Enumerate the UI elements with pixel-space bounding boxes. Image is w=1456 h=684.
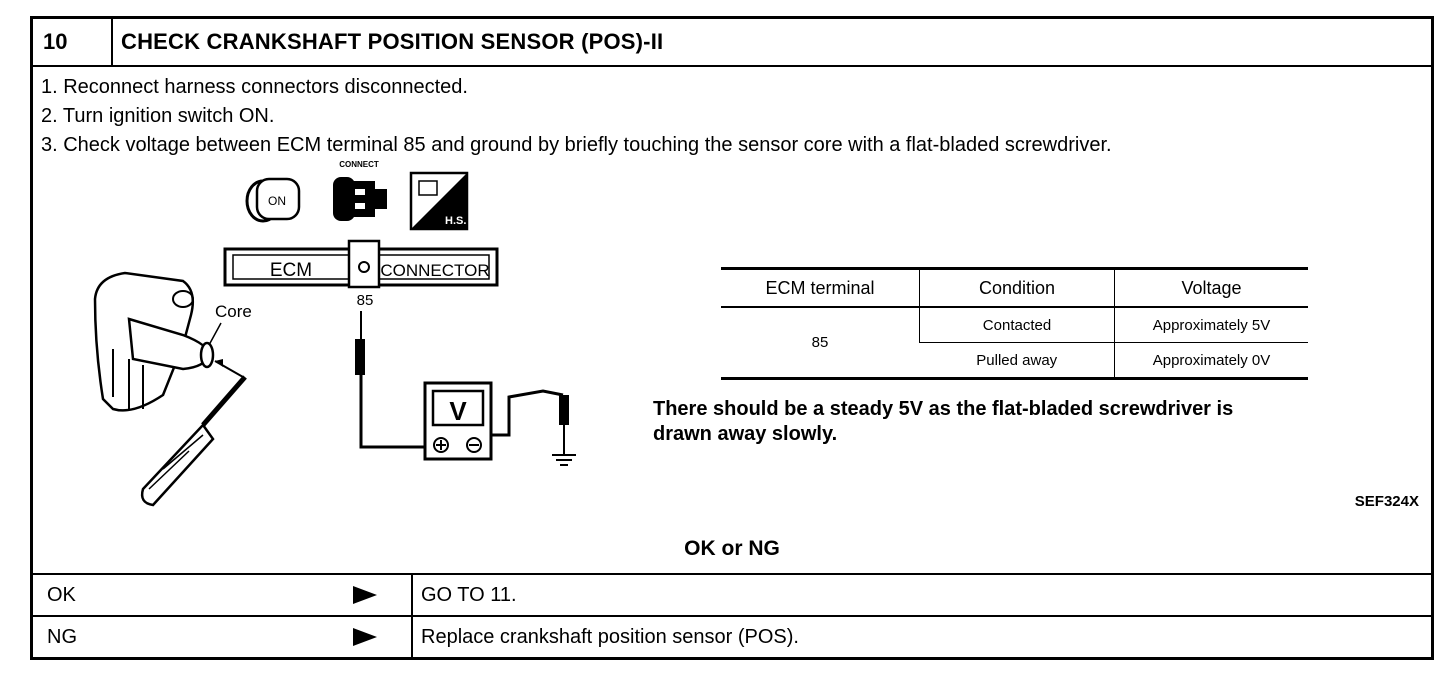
procedure-header: 10 CHECK CRANKSHAFT POSITION SENSOR (POS… [33,19,1431,67]
probe-wire [355,311,576,466]
table-header-voltage: Voltage [1114,268,1308,308]
table-row: 85 Contacted Approximately 5V [721,307,1308,351]
arrow-right-icon [353,586,377,604]
decision-ok-action: GO TO 11. [411,575,517,615]
connect-icon-text: CONNECT [339,160,379,169]
step-number: 10 [33,19,113,65]
table-header-condition: Condition [919,268,1115,308]
instruction-list: 1. Reconnect harness connectors disconne… [41,73,1112,160]
table-header-ecm-terminal: ECM terminal [721,268,920,308]
connector-label: CONNECTOR [380,261,489,280]
instruction-step-2: 2. Turn ignition switch ON. [41,105,275,127]
crankshaft-sensor: Core [93,271,252,412]
decision-ng-action: Replace crankshaft position sensor (POS)… [411,617,799,657]
table-cell-condition: Contacted [919,307,1115,343]
table-cell-voltage: Approximately 0V [1114,342,1308,379]
decision-ok-label: OK [47,584,76,606]
voltmeter: V [423,381,493,461]
procedure-title: CHECK CRANKSHAFT POSITION SENSOR (POS)-I… [121,29,664,54]
table-cell-condition: Pulled away [976,351,1058,369]
terminal-85-label: 85 [357,292,374,309]
voltage-spec-table: ECM terminal Condition Voltage 85 Contac… [721,267,1308,380]
core-label: Core [215,302,252,321]
hs-icon-text: H.S. [445,215,466,227]
table-row: Pulled away Approximately 0V [721,342,1308,379]
decision-ng-label: NG [47,626,77,648]
ecm-connector: ECM CONNECTOR [223,239,499,289]
voltage-note-line-2: drawn away slowly. [653,423,838,445]
voltmeter-label: V [449,396,467,426]
table-cell-voltage: Approximately 5V [1114,307,1308,343]
ecm-label: ECM [270,260,312,281]
decision-title: OK or NG [684,537,780,560]
hs-icon: H.S. [409,171,469,231]
voltage-note: There should be a steady 5V as the flat-… [653,397,1233,447]
wiring-diagram: ON CONNECT H.S. ECM CONNECTOR 85 [93,160,576,507]
screwdriver-icon [140,359,247,507]
procedure-frame: 10 CHECK CRANKSHAFT POSITION SENSOR (POS… [30,16,1434,660]
connect-icon: CONNECT [333,160,387,221]
figure-reference: SEF324X [1354,493,1419,510]
ignition-on-text: ON [268,194,286,208]
instruction-step-3: 3. Check voltage between ECM terminal 85… [41,134,1112,156]
arrow-right-icon [353,628,377,646]
ignition-on-icon: ON [245,177,301,223]
decision-row-ok: OK GO TO 11. [33,573,1431,615]
table-cell-terminal: 85 [811,334,829,351]
decision-row-ng: NG Replace crankshaft position sensor (P… [33,615,1431,657]
instruction-step-1: 1. Reconnect harness connectors disconne… [41,76,468,98]
voltage-note-line-1: There should be a steady 5V as the flat-… [653,398,1234,420]
